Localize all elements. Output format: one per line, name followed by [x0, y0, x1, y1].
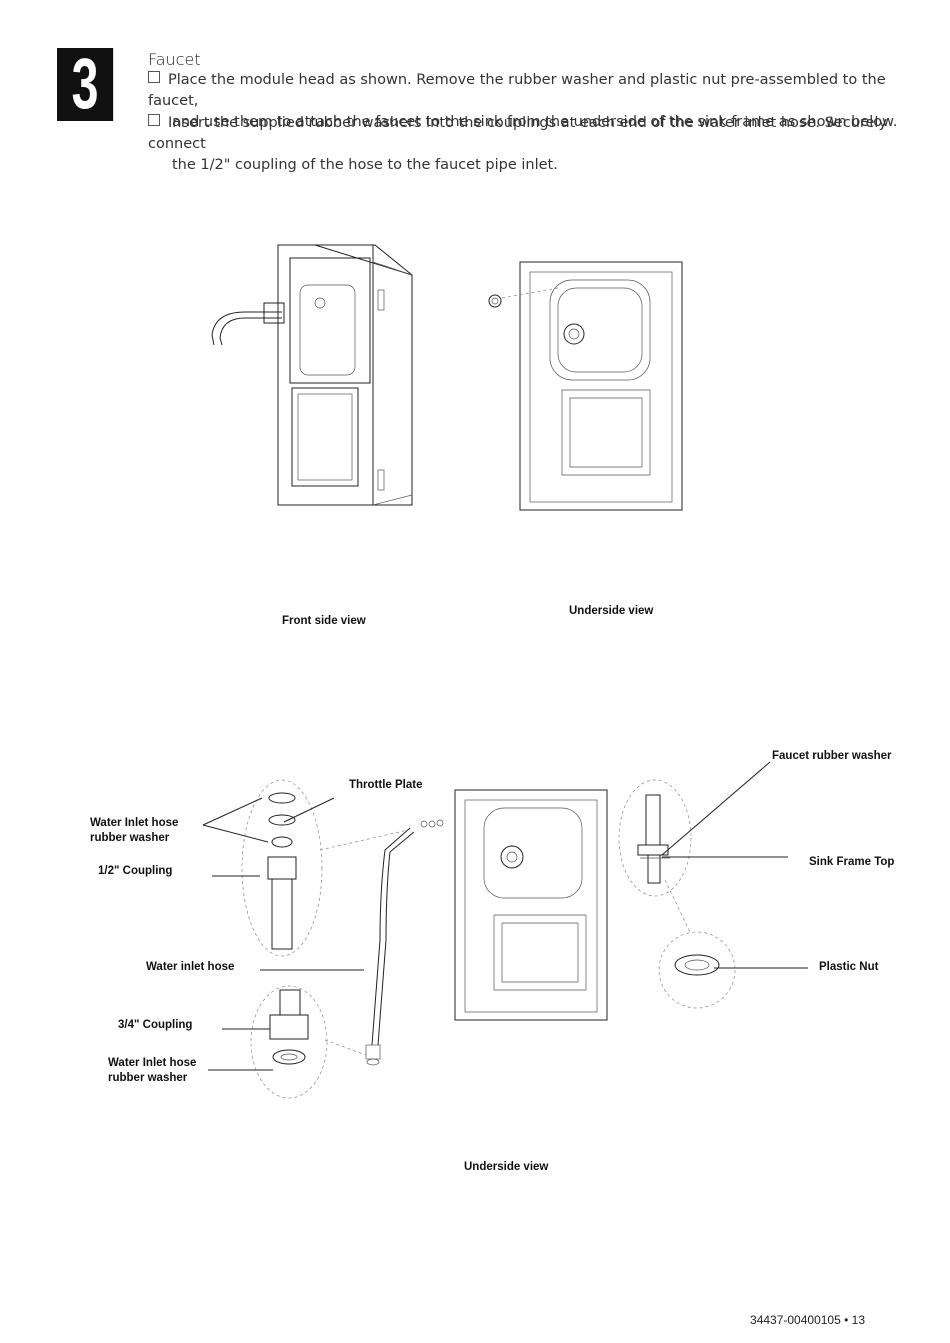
- caption-underside-view-bottom: Underside view: [464, 1161, 549, 1173]
- caption-front-side-view: Front side view: [282, 615, 366, 627]
- footer-page-reference: 34437-00400105 • 13: [750, 1313, 865, 1327]
- instruction-2-line1: Insert the supplied rubber washers into …: [148, 115, 888, 152]
- checkbox-icon: [148, 114, 160, 126]
- front-side-view-drawing: [211, 244, 413, 506]
- step-title: Faucet: [148, 50, 201, 69]
- label-half-coupling: 1/2" Coupling: [98, 865, 173, 877]
- label-plastic-nut: Plastic Nut: [819, 961, 879, 973]
- caption-underside-view-top: Underside view: [569, 605, 654, 617]
- label-water-inlet-hose-rubber-washer-bottom: Water Inlet hose rubber washer: [108, 1056, 196, 1086]
- label-faucet-rubber-washer: Faucet rubber washer: [772, 750, 892, 762]
- label-line: Water Inlet hose: [108, 1057, 197, 1069]
- instruction-1: Place the module head as shown. Remove t…: [148, 70, 918, 133]
- step-number-badge: 3: [57, 45, 114, 124]
- label-line: rubber washer: [90, 832, 170, 844]
- label-line: rubber washer: [108, 1072, 188, 1084]
- label-throttle-plate: Throttle Plate: [349, 779, 423, 791]
- checkbox-icon: [148, 71, 160, 83]
- instruction-1-line1: Place the module head as shown. Remove t…: [148, 72, 886, 109]
- underside-view-drawing-bottom: [202, 761, 808, 1099]
- label-water-inlet-hose-rubber-washer-top: Water Inlet hose rubber washer: [90, 816, 178, 846]
- label-three-quarter-coupling: 3/4" Coupling: [118, 1019, 193, 1031]
- instruction-2-line2: the 1/2" coupling of the hose to the fau…: [172, 157, 558, 173]
- label-line: Water Inlet hose: [90, 817, 179, 829]
- instruction-2: Insert the supplied rubber washers into …: [148, 113, 918, 176]
- label-water-inlet-hose: Water inlet hose: [146, 961, 235, 973]
- step-number: 3: [71, 44, 99, 125]
- instruction-1-line2: and use them to attach the faucet to the…: [172, 114, 898, 130]
- label-sink-frame-top: Sink Frame Top: [809, 856, 895, 868]
- underside-view-drawing-top: [488, 261, 683, 511]
